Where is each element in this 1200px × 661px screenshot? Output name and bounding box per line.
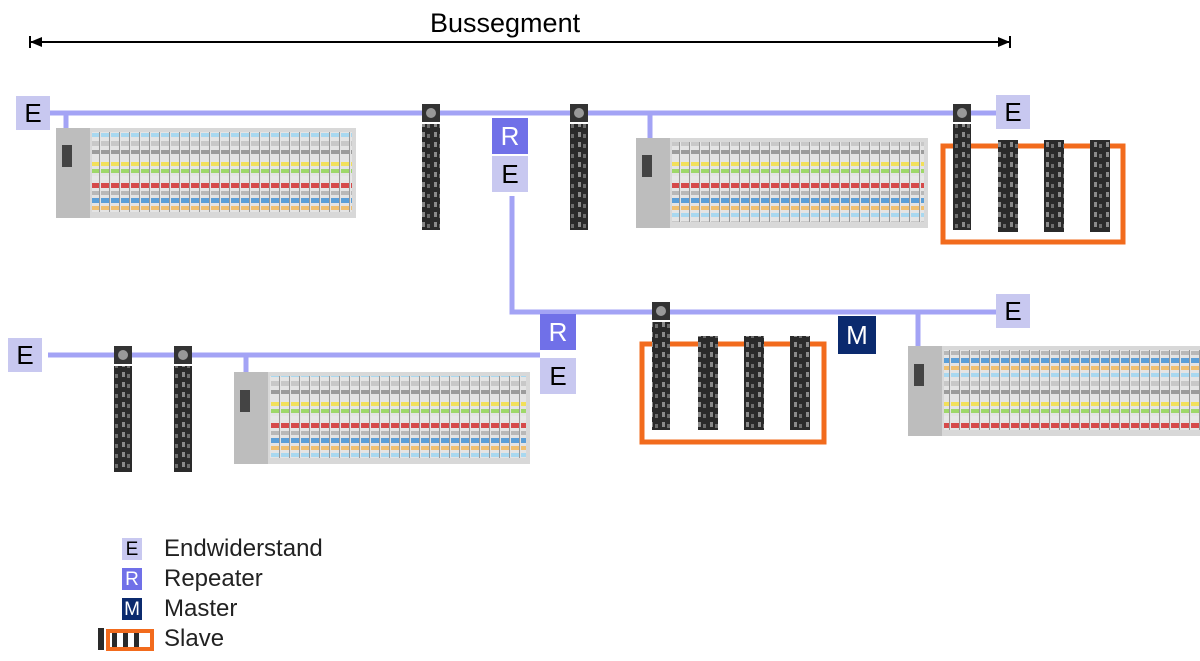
box-module-4	[998, 140, 1018, 232]
terminator-mid-right: E	[996, 294, 1030, 328]
bus-line-riser	[509, 196, 996, 315]
box-module-5	[1044, 140, 1064, 232]
legend-label-repeater: Repeater	[164, 565, 263, 592]
box-module-12	[790, 336, 810, 430]
legend-label-master: Master	[164, 595, 238, 622]
repeater-bottom: R	[540, 314, 576, 350]
master-node: M	[838, 316, 876, 354]
bus-coupler-2	[636, 138, 928, 228]
box-module-2	[570, 104, 588, 230]
legend-label-endwiderstand: Endwiderstand	[164, 535, 323, 562]
box-module-10	[698, 336, 718, 430]
slave-group-middle	[639, 341, 827, 445]
diagram-title: Bussegment	[430, 8, 581, 38]
box-module-11	[744, 336, 764, 430]
bus-coupler-4	[908, 346, 1200, 436]
slave-group-top	[940, 143, 1126, 245]
box-module-7	[114, 346, 132, 472]
legend-repeater-swatch: R	[122, 568, 142, 590]
legend-terminator-swatch: E	[122, 538, 142, 560]
legend-master-swatch: M	[122, 598, 142, 620]
bussegment-dimension-line	[29, 36, 1011, 48]
legend-label-slave: Slave	[164, 625, 225, 652]
box-module-3	[953, 104, 971, 230]
box-module-9	[652, 302, 670, 430]
terminator-repeater-2: E	[540, 358, 576, 394]
legend-slave-swatch-icon	[98, 628, 154, 651]
bus-coupler-1	[56, 128, 356, 218]
repeater-top: R	[492, 118, 528, 154]
terminator-bottom-left: E	[8, 338, 42, 372]
terminator-top-left: E	[16, 96, 50, 130]
bus-coupler-3	[234, 372, 530, 464]
box-module-1	[422, 104, 440, 230]
box-module-8	[174, 346, 192, 472]
terminator-top-right: E	[996, 95, 1030, 129]
terminator-repeater-1: E	[492, 156, 528, 192]
box-module-6	[1090, 140, 1110, 232]
